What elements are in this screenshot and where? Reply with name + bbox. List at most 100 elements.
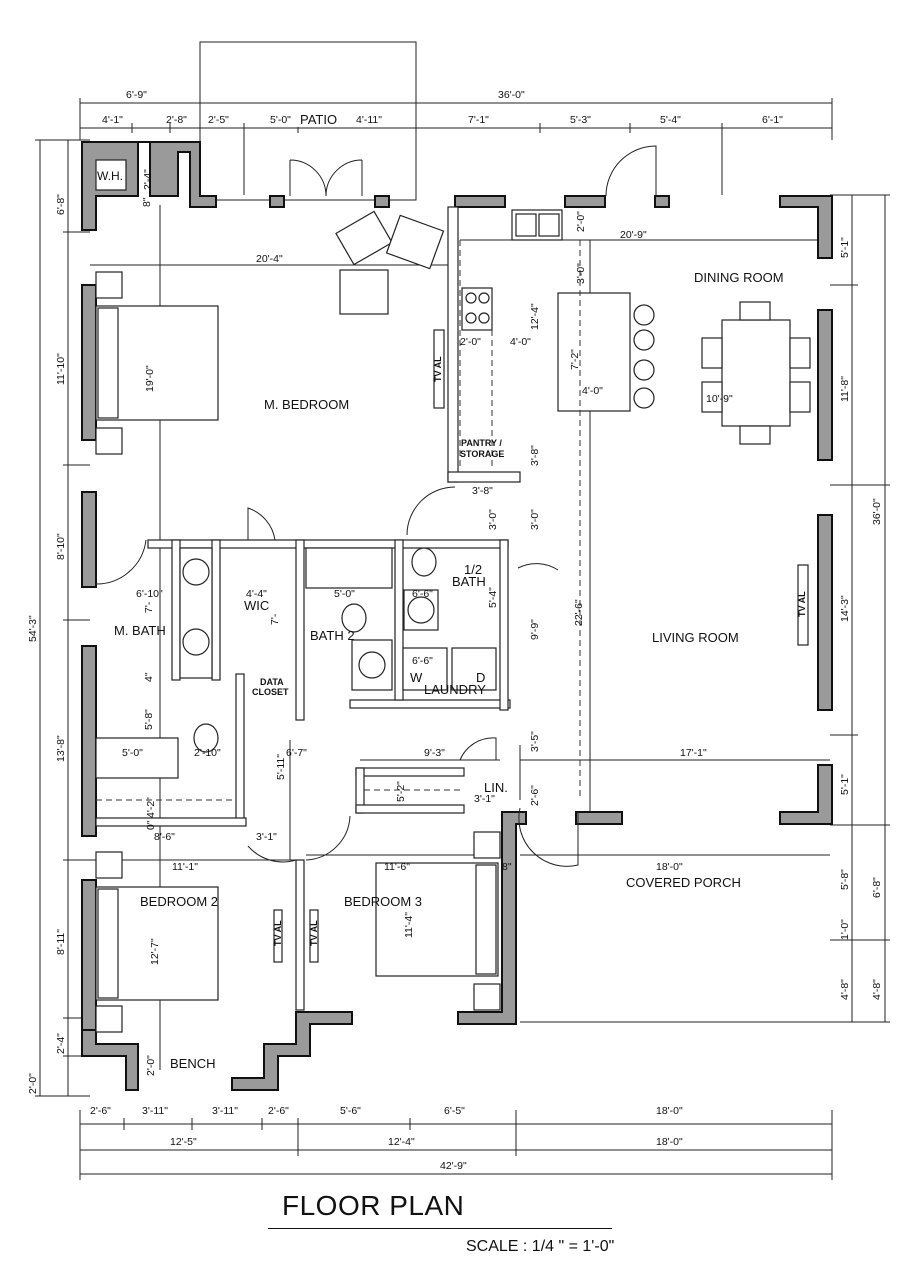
dim-text: 14'-3" (839, 595, 851, 622)
drawing-scale: SCALE : 1/4 " = 1'-0" (466, 1238, 615, 1255)
dim-text: 6'-6" (412, 655, 433, 667)
dashed-lines (96, 240, 581, 801)
dim-text: 3'-0" (487, 509, 499, 530)
room-label-patio: PATIO (300, 112, 337, 127)
dim-text: 7'-1" (468, 114, 489, 126)
dim-text: 4'-2" (145, 797, 157, 818)
dim-text: 2'-0" (575, 211, 587, 232)
dim-text: 4'-8" (839, 979, 851, 1000)
room-label-porch: COVERED PORCH (626, 875, 741, 890)
room-label-mbedroom: M. BEDROOM (264, 397, 349, 412)
dryer (451, 647, 497, 691)
dim-text: 3'-11" (142, 1105, 168, 1117)
dim-text: 2'-0" (145, 1055, 157, 1076)
dim-text: 4'-1" (102, 114, 123, 126)
dim-text: 3'-1" (256, 831, 277, 843)
room-label-lin: LIN. (484, 780, 508, 795)
tv-label-living: TV AL (797, 591, 807, 617)
room-label-d: D (476, 670, 485, 685)
room-label-bed2: BEDROOM 2 (140, 894, 218, 909)
dim-text: 0" (145, 820, 157, 830)
dim-text: 11'-8" (839, 376, 851, 402)
tv-label-mbed: TV AL (433, 356, 443, 382)
dim-text: 54'-3" (27, 615, 39, 642)
tv-label-bed3: TV AL (309, 920, 319, 946)
tv-wall-mbed (433, 329, 445, 409)
door-swings (95, 145, 657, 867)
dimension-texts-interior: 2'-4" 8" 20'-4" 19'-0" 20'-9" 2'-0" 3'-0… (122, 169, 733, 1076)
patio-chair-2 (385, 214, 445, 270)
room-label-closet: CLOSET (252, 687, 289, 697)
dim-text: 5'-2" (395, 781, 407, 802)
tv-wall-bed3 (309, 909, 319, 963)
dim-text: 8'-10" (55, 533, 67, 560)
dimension-texts-bottom: 2'-6" 3'-11" 3'-11" 2'-6" 5'-6" 6'-5" 18… (90, 1105, 683, 1172)
room-labels: PATIO DINING ROOM M. BEDROOM PANTRY / ST… (97, 111, 784, 1071)
bathtub-2 (95, 737, 179, 779)
dim-text: 1'-0" (839, 919, 851, 940)
dim-text: 5'-4" (660, 114, 681, 126)
dim-text: 6'-6" (412, 588, 433, 600)
room-label-dining: DINING ROOM (694, 270, 784, 285)
bottom-dimension-lines (79, 1110, 833, 1180)
tv-wall-bed2 (273, 909, 283, 963)
drawing-title: FLOOR PLAN (282, 1190, 465, 1221)
dim-text: 12'-4" (388, 1136, 415, 1148)
dim-text: 12'-4" (529, 303, 541, 330)
top-dimension-lines (79, 98, 833, 195)
fixtures (95, 159, 811, 1033)
dim-text: 12'-5" (170, 1136, 197, 1148)
dim-text: 3'-1" (474, 793, 495, 805)
room-label-bed3: BEDROOM 3 (344, 894, 422, 909)
dim-text: 4" (143, 672, 155, 682)
right-dimension-lines (830, 194, 890, 1023)
room-label-wh: W.H. (97, 169, 123, 183)
room-label-laundry: LAUNDRY (424, 682, 486, 697)
dim-text: 19'-0" (144, 365, 156, 392)
dim-text: 7'- (143, 601, 155, 613)
room-label-w: W (410, 670, 423, 685)
room-label-bath2: BATH 2 (310, 628, 355, 643)
dim-text: 18'-0" (656, 861, 683, 873)
dim-text: 5'-3" (570, 114, 591, 126)
dim-text: 8" (502, 861, 512, 873)
dim-text: 6'-8" (55, 194, 67, 215)
room-label-mbath: M. BATH (114, 623, 166, 638)
dim-text: 7'-2" (569, 349, 581, 370)
dim-text: 13'-8" (55, 735, 67, 762)
dim-text: 5'-8" (839, 869, 851, 890)
dim-text: 17'-1" (680, 747, 707, 759)
dim-text: 8'-11" (55, 929, 67, 955)
dim-text: 7'- (269, 613, 281, 625)
dim-text: 6'-9" (126, 89, 147, 101)
patio-chair-1 (335, 210, 393, 266)
dim-text: 4'-4" (246, 588, 267, 600)
dim-text: 5'-11" (275, 754, 287, 780)
dim-text: 5'-6" (340, 1105, 361, 1117)
washer (402, 647, 448, 691)
dim-text: 4'-0" (582, 385, 603, 397)
dim-text: 3'-11" (212, 1105, 238, 1117)
tv-labels: TV AL TV AL TV AL TV AL (273, 356, 807, 946)
dim-text: 11'-4" (403, 912, 415, 938)
dim-text: 2'-8" (166, 114, 187, 126)
dim-text: 5'-0" (334, 588, 355, 600)
room-label-data: DATA (260, 677, 284, 687)
dim-text: 10'-9" (706, 393, 733, 405)
left-dimension-lines (35, 139, 90, 1097)
tv-label-bed2: TV AL (273, 920, 283, 946)
room-label-pantry: PANTRY / (461, 438, 502, 448)
dim-text: 18'-0" (656, 1136, 683, 1148)
dimension-texts-right: 5'-1" 11'-8" 36'-0" 14'-3" 5'-1" 5'-8" 6… (839, 237, 883, 1000)
dim-text: 8" (141, 197, 153, 207)
dim-text: 4'-8" (871, 979, 883, 1000)
dim-text: 3'-0" (529, 509, 541, 530)
interior-walls (95, 206, 521, 1011)
wh-box (95, 159, 127, 191)
dimension-texts-top: 36'-0" 6'-9" 4'-1" 2'-8" 2'-5" 5'-0" 4'-… (102, 89, 783, 126)
room-label-wic: WIC (244, 598, 269, 613)
dim-text: 22'-6" (573, 599, 585, 626)
dim-text: 11'-10" (55, 353, 67, 385)
dim-text: 2'-4" (142, 169, 154, 190)
dimension-texts-left: 6'-8" 11'-10" 8'-10" 54'-3" 13'-8" 8'-11… (27, 194, 67, 1094)
